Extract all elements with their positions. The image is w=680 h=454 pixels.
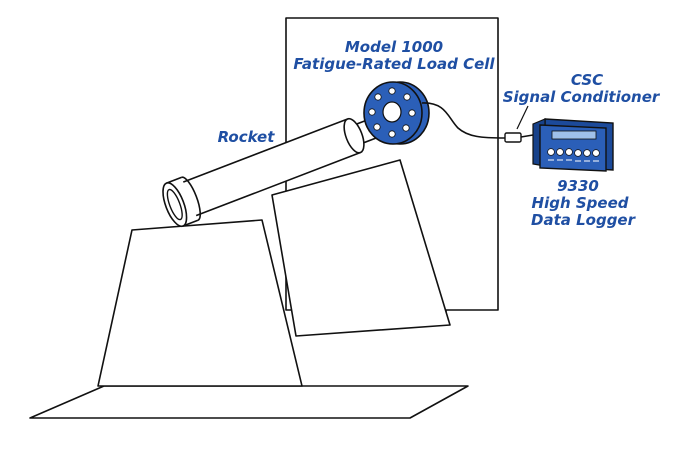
conditioner-label-line1: CSC bbox=[571, 71, 603, 89]
rear-stand bbox=[271, 159, 451, 337]
rocket-nozzle-inner bbox=[166, 188, 183, 221]
rocket-label: Rocket bbox=[218, 128, 276, 146]
conditioner-leader-line bbox=[516, 105, 529, 130]
bolt-hole bbox=[373, 123, 381, 131]
inline-signal-conditioner-icon bbox=[504, 132, 534, 143]
bolt-hole bbox=[368, 108, 376, 116]
bolt-hole bbox=[403, 93, 411, 101]
load-cell-center-hole bbox=[382, 101, 402, 123]
load-cell-label-line1: Model 1000 bbox=[345, 38, 443, 56]
rocket-rear-cap bbox=[343, 117, 365, 154]
logger-label-line1: 9330 bbox=[557, 177, 599, 195]
logger-label-line3: Data Logger bbox=[531, 211, 637, 229]
conditioner-label-line2: Signal Conditioner bbox=[503, 88, 661, 106]
logger-buttons bbox=[547, 148, 600, 157]
rocket bbox=[162, 113, 391, 228]
data-logger-device-icon bbox=[532, 118, 614, 172]
load-cell-label-line2: Fatigue-Rated Load Cell bbox=[293, 55, 495, 73]
bolt-hole bbox=[388, 87, 396, 95]
front-stand bbox=[97, 219, 303, 387]
logger-display bbox=[551, 130, 597, 140]
rocket-body bbox=[179, 118, 361, 218]
bolt-hole bbox=[402, 124, 410, 132]
logger-button-ticks bbox=[548, 159, 599, 162]
bolt-hole bbox=[388, 130, 396, 138]
sensor-cable bbox=[421, 102, 506, 139]
bolt-hole bbox=[408, 109, 416, 117]
flanged-load-cell-icon bbox=[363, 81, 430, 145]
logger-label-line2: High Speed bbox=[532, 194, 629, 212]
bolt-hole bbox=[374, 93, 382, 101]
floor-slab bbox=[29, 385, 469, 419]
